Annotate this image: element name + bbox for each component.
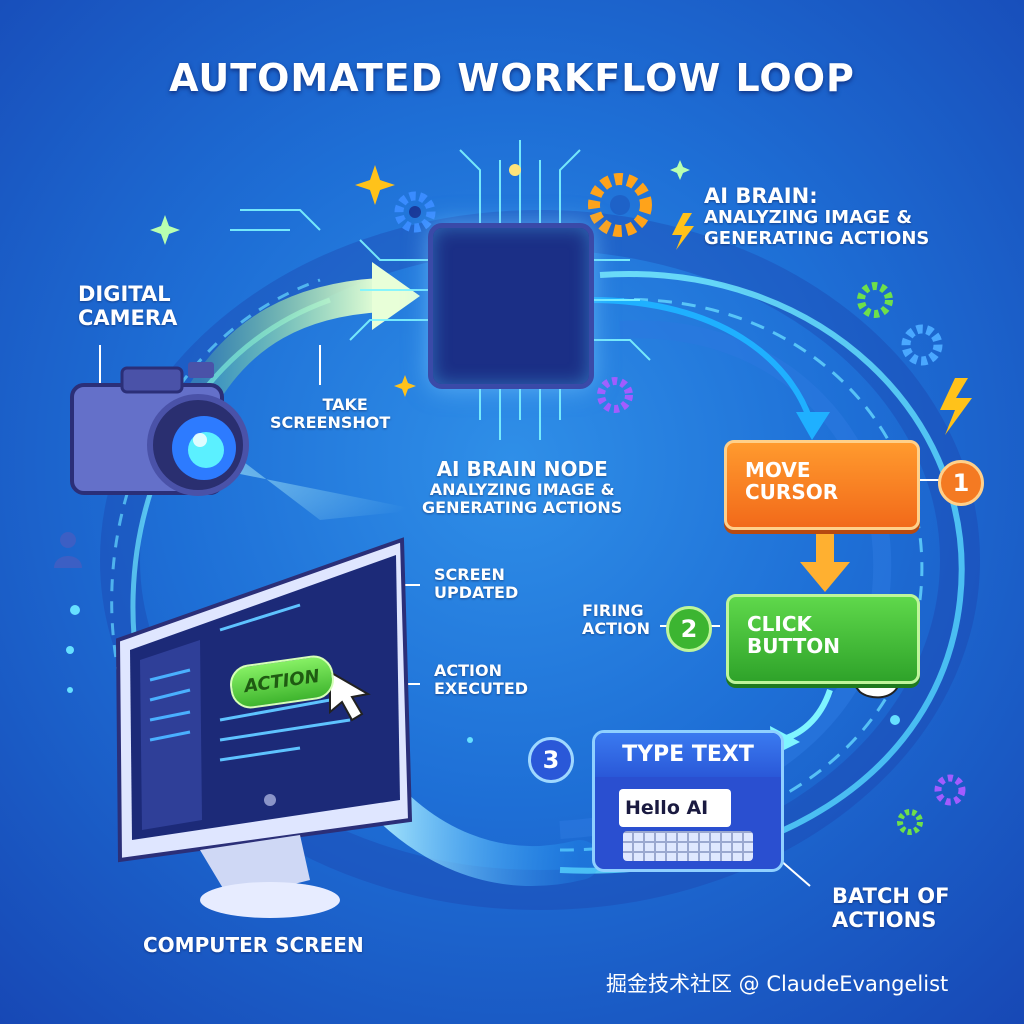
lightning-icon xyxy=(940,378,972,435)
digital-camera-label: DIGITAL CAMERA xyxy=(78,282,178,331)
computer-screen-label: COMPUTER SCREEN xyxy=(143,933,364,957)
camera-icon xyxy=(70,362,249,496)
keyboard-icon xyxy=(623,831,753,861)
page-title: AUTOMATED WORKFLOW LOOP xyxy=(169,56,855,100)
type-text-title: TYPE TEXT xyxy=(595,733,781,777)
batch-of-actions-label: BATCH OF ACTIONS xyxy=(832,884,950,933)
gear-icon xyxy=(394,173,966,835)
step-number-3: 3 xyxy=(528,737,574,783)
step-number-1: 1 xyxy=(938,460,984,506)
step-number-2: 2 xyxy=(666,606,712,652)
take-screenshot-label: TAKE SCREENSHOT xyxy=(270,395,391,433)
ai-brain-node-label: AI BRAIN NODE ANALYZING IMAGE & GENERATI… xyxy=(422,457,623,518)
click-button[interactable]: CLICK BUTTON xyxy=(726,594,920,684)
move-cursor-button[interactable]: MOVE CURSOR xyxy=(724,440,920,530)
type-text-panel: TYPE TEXT Hello AI xyxy=(592,730,784,872)
ai-brain-top-label: AI BRAIN: ANALYZING IMAGE & GENERATING A… xyxy=(704,184,930,249)
cursor-icon xyxy=(329,670,371,722)
watermark: 掘金技术社区 @ ClaudeEvangelist xyxy=(606,972,949,996)
ai-brain-chip xyxy=(428,223,594,389)
action-executed-label: ACTION EXECUTED xyxy=(434,661,529,699)
type-text-input[interactable]: Hello AI xyxy=(619,789,731,827)
firing-action-label: FIRING ACTION xyxy=(582,601,650,639)
screen-updated-label: SCREEN UPDATED xyxy=(434,565,519,603)
